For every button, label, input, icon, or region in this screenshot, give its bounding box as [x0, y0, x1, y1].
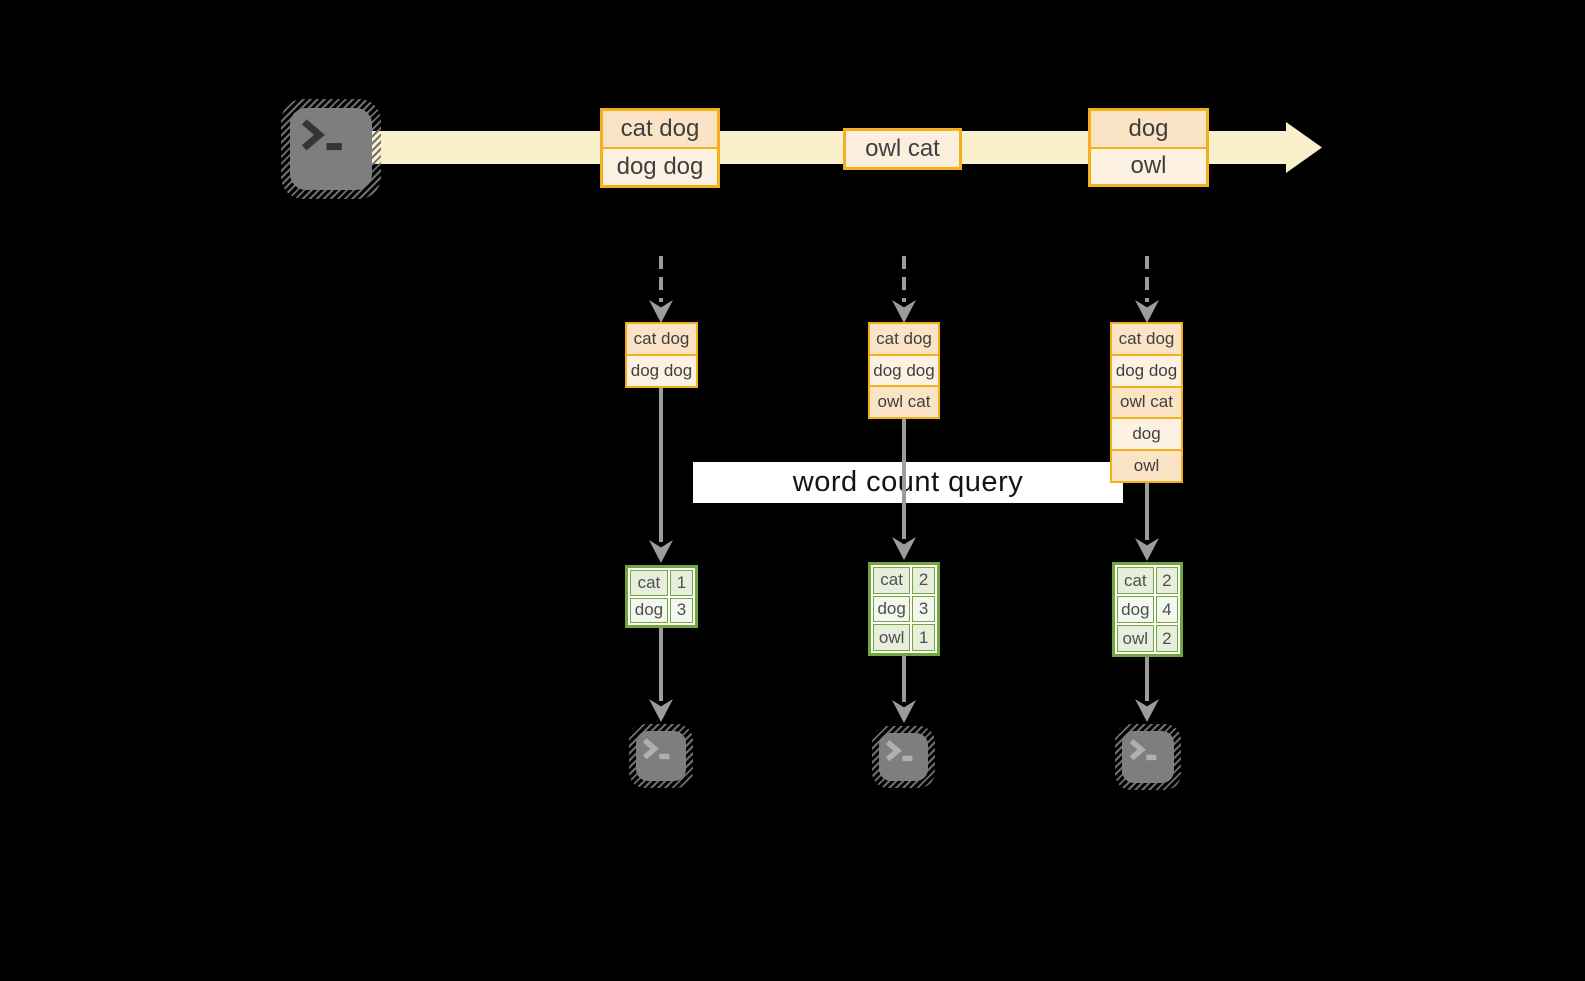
count-cell: 1 [669, 570, 693, 596]
output-arrowhead-icon-2 [892, 700, 916, 723]
table-row: cat 2 [1117, 567, 1178, 594]
table-row: dog 3 [630, 597, 693, 623]
word-cell: dog [1117, 596, 1154, 623]
word-cell: cat [1117, 567, 1154, 594]
terminal-prompt-icon [1129, 739, 1157, 761]
input-row: cat dog [627, 324, 696, 354]
word-cell: cat [873, 567, 911, 594]
count-cell: 4 [1155, 596, 1178, 623]
stream-event: owl cat [846, 131, 959, 167]
stream-box-3: dog owl [1088, 108, 1209, 187]
output-arrowhead-icon-3 [1135, 699, 1159, 722]
table-row: cat 1 [630, 570, 693, 596]
terminal-sink-icon-3 [1115, 724, 1181, 790]
stream-event: dog dog [603, 149, 717, 185]
output-arrow-line-1 [659, 628, 663, 701]
dashed-arrow-line-1 [659, 256, 663, 302]
accumulated-input-2: cat dog dog dog owl cat [868, 322, 940, 419]
input-row: owl cat [1112, 387, 1181, 418]
table-row: dog 4 [1117, 596, 1178, 623]
word-cell: dog [630, 597, 668, 623]
count-cell: 3 [669, 597, 693, 623]
terminal-prompt-icon [885, 740, 913, 762]
input-row: dog [1112, 419, 1181, 450]
accumulated-input-1: cat dog dog dog [625, 322, 698, 388]
dashed-arrow-line-3 [1145, 256, 1149, 302]
count-cell: 2 [912, 567, 935, 594]
dashed-arrowhead-icon-3 [1135, 300, 1159, 323]
table-row: cat 2 [873, 567, 935, 594]
terminal-prompt-icon [642, 738, 670, 760]
table-row: dog 3 [873, 595, 935, 623]
input-row: dog dog [870, 355, 938, 386]
input-row: owl [1112, 451, 1181, 481]
stream-box-1: cat dog dog dog [600, 108, 720, 188]
query-arrow-line-2 [902, 418, 906, 539]
query-arrow-line-3 [1145, 483, 1149, 540]
terminal-sink-icon-2 [872, 726, 935, 788]
stream-arrowhead-icon [1286, 122, 1322, 173]
count-table-3: cat 2 dog 4 owl 2 [1112, 562, 1183, 657]
stream-event: cat dog [603, 111, 717, 147]
query-label: word count query [792, 466, 1024, 498]
count-cell: 1 [912, 624, 935, 652]
terminal-sink-icon-1 [629, 724, 693, 788]
word-cell: owl [873, 624, 911, 652]
query-arrowhead-icon-2 [892, 537, 916, 560]
stream-event: owl [1091, 148, 1206, 184]
stream-box-2: owl cat [843, 128, 962, 170]
count-cell: 2 [1155, 567, 1178, 594]
count-table-1: cat 1 dog 3 [625, 565, 698, 628]
output-arrow-line-3 [1145, 657, 1149, 701]
input-row: cat dog [870, 324, 938, 354]
dashed-arrow-line-2 [902, 256, 906, 302]
count-cell: 2 [1155, 625, 1178, 652]
input-row: owl cat [870, 387, 938, 418]
query-arrowhead-icon-3 [1135, 538, 1159, 561]
table-row: owl 1 [873, 624, 935, 652]
terminal-source-icon [281, 99, 381, 199]
output-arrowhead-icon-1 [649, 699, 673, 722]
table-row: owl 2 [1117, 625, 1178, 652]
accumulated-input-3: cat dog dog dog owl cat dog owl [1110, 322, 1183, 483]
word-cell: dog [873, 595, 911, 623]
dashed-arrowhead-icon-2 [892, 300, 916, 323]
query-arrowhead-icon-1 [649, 540, 673, 563]
dashed-arrowhead-icon-1 [649, 300, 673, 323]
terminal-prompt-icon [301, 119, 342, 151]
output-arrow-line-2 [902, 656, 906, 702]
query-label-band: word count query [693, 462, 1123, 503]
word-cell: cat [630, 570, 668, 596]
stream-event: dog [1091, 111, 1206, 147]
input-row: cat dog [1112, 324, 1181, 354]
count-table-2: cat 2 dog 3 owl 1 [868, 562, 940, 656]
input-row: dog dog [627, 356, 696, 386]
input-row: dog dog [1112, 355, 1181, 386]
query-arrow-line-1 [659, 388, 663, 542]
count-cell: 3 [912, 595, 935, 623]
word-cell: owl [1117, 625, 1154, 652]
